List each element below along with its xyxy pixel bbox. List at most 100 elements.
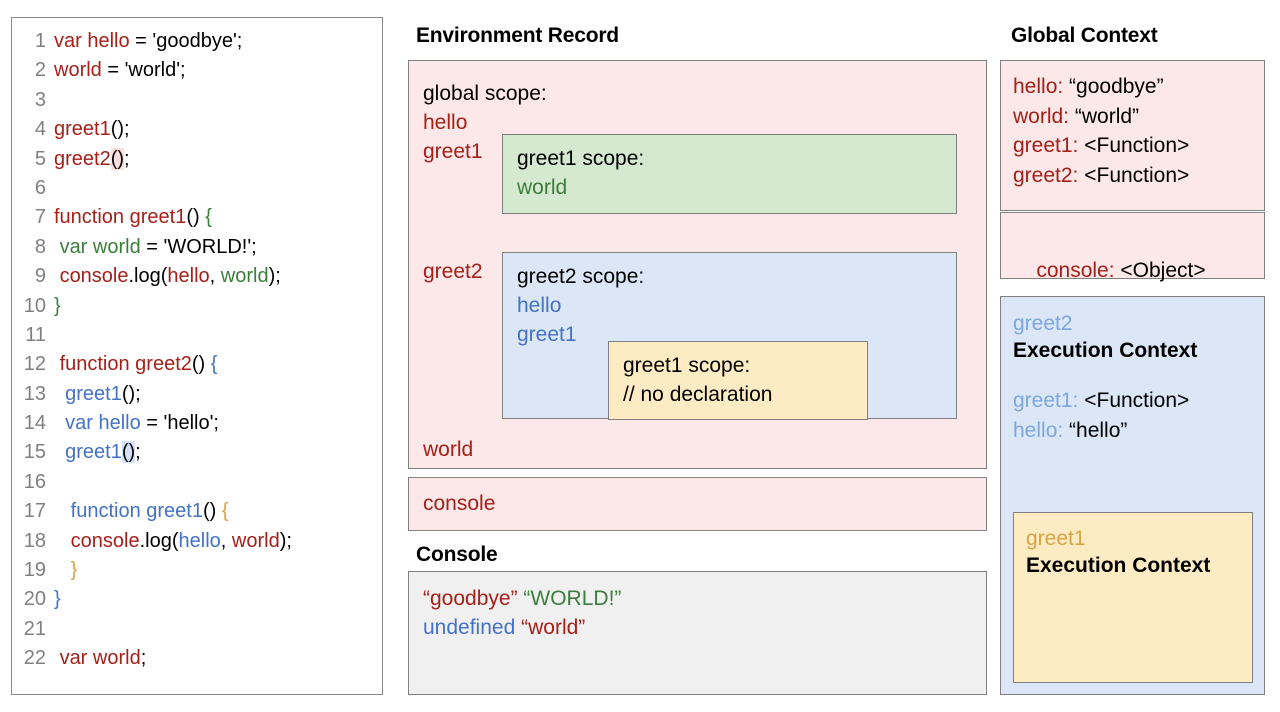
code-token	[54, 383, 65, 405]
console-output-box: “goodbye” “WORLD!”undefined “world”	[408, 571, 987, 695]
code-token: {	[221, 500, 229, 523]
variable-key: hello:	[1013, 418, 1064, 442]
console-line: undefined “world”	[423, 613, 986, 642]
code-line-number: 15	[23, 441, 46, 464]
env-binding-greet1: greet1	[423, 140, 483, 163]
code-line-text: console.log(hello, world);	[54, 265, 281, 288]
console-token: undefined	[423, 616, 516, 639]
code-token: ;	[140, 647, 147, 670]
code-line-number: 17	[23, 500, 46, 523]
code-line: 1 var hello = 'goodbye';	[12, 30, 382, 59]
code-line-number: 22	[23, 647, 46, 670]
code-line-text: var hello = 'hello';	[54, 412, 219, 435]
code-line-number: 13	[23, 382, 46, 405]
global-scope-label: global scope:	[423, 82, 547, 105]
code-line-number: 16	[23, 470, 46, 493]
code-line: 12 function greet2() {	[12, 353, 382, 382]
code-line-number: 14	[23, 412, 46, 435]
code-token: var world	[59, 235, 141, 258]
code-token: );	[268, 265, 281, 288]
code-token: ()	[191, 353, 211, 376]
code-token: world	[231, 529, 280, 552]
code-token: ;	[135, 441, 141, 464]
code-line: 8 var world = 'WORLD!';	[12, 236, 382, 265]
code-token: ()	[186, 206, 206, 229]
code-line-text: }	[54, 588, 61, 611]
code-line-number: 7	[34, 206, 46, 229]
code-token: function greet1	[54, 206, 187, 229]
global-context-variable-list: hello: “goodbye”world: “world” greet1: <F…	[1013, 72, 1264, 190]
code-token: hello	[167, 265, 210, 288]
code-token: .log(	[128, 265, 168, 288]
code-line: 19 }	[12, 559, 382, 588]
code-line-number: 10	[23, 294, 46, 317]
code-line: 6	[12, 177, 382, 206]
code-token: }	[54, 294, 61, 317]
global-context-variables-box: hello: “goodbye”world: “world” greet1: <F…	[1000, 60, 1265, 211]
code-token	[54, 441, 65, 463]
code-line: 17 function greet1() {	[12, 500, 382, 529]
code-line-text: world = 'world';	[54, 59, 186, 82]
code-token: greet1	[54, 118, 111, 141]
code-line: 3	[12, 89, 382, 118]
env-binding-greet2: greet2	[423, 260, 483, 283]
greet2-scope-box: greet2 scope: hello greet1 greet1 scope:…	[502, 252, 957, 420]
variable-value: “world”	[1069, 104, 1140, 128]
greet2-scope-entry-hello: hello	[517, 294, 562, 317]
greet2-context-variable: hello: “hello”	[1013, 416, 1264, 446]
code-token: ();	[121, 382, 141, 405]
greet1-execution-context-label: Execution Context	[1026, 554, 1211, 577]
code-line: 21	[12, 618, 382, 647]
env-binding-hello: hello	[423, 111, 468, 134]
code-line: 9 console.log(hello, world);	[12, 265, 382, 294]
environment-record-console-box: console	[408, 477, 987, 531]
greet2-execution-context-label: Execution Context	[1013, 339, 1198, 362]
code-line-number: 5	[34, 147, 46, 170]
greet2-scope-entry-greet1: greet1	[517, 323, 577, 346]
code-line-text: var world;	[54, 647, 147, 670]
variable-value: “goodbye”	[1063, 75, 1164, 98]
code-line-number: 20	[23, 588, 46, 611]
global-context-variable: hello: “goodbye”	[1013, 72, 1264, 102]
code-token	[54, 500, 71, 522]
console-lines-container: “goodbye” “WORLD!”undefined “world”	[423, 584, 986, 642]
code-token: = 'goodbye';	[129, 30, 243, 52]
code-line-text: function greet1() {	[54, 500, 229, 523]
global-context-title: Global Context	[1011, 24, 1158, 47]
code-line-number: 4	[34, 118, 46, 141]
global-context-variable: greet1: <Function>	[1013, 131, 1264, 161]
code-token: ()	[110, 147, 125, 170]
code-line: 5 greet2();	[12, 147, 382, 177]
code-line-text: greet2();	[54, 147, 130, 171]
code-line-number: 18	[23, 529, 46, 552]
variable-key: greet1:	[1013, 134, 1079, 157]
code-token: function greet2	[59, 353, 192, 376]
code-token: ,	[209, 265, 221, 288]
greet1-scope-entry-world: world	[517, 176, 568, 199]
code-line-number: 19	[23, 559, 46, 582]
code-token: .log(	[139, 529, 179, 552]
code-token: ();	[110, 118, 130, 141]
code-token: var hello	[54, 30, 130, 52]
code-token: greet2	[54, 147, 111, 170]
code-token: }	[70, 559, 78, 582]
code-line-text: var hello = 'goodbye';	[54, 30, 242, 53]
code-token: var hello	[65, 412, 141, 435]
env-binding-console: console	[423, 492, 496, 515]
code-line: 13 greet1();	[12, 383, 382, 412]
code-line-number: 1	[34, 30, 46, 52]
code-token: ()	[121, 441, 136, 464]
code-line: 10}	[12, 295, 382, 324]
variable-key: world:	[1013, 104, 1070, 128]
global-context-console-key: console:	[1036, 258, 1115, 282]
variable-value: <Function>	[1078, 389, 1190, 412]
greet1-inner-scope-label: greet1 scope:	[623, 354, 751, 377]
code-token: console	[59, 265, 129, 288]
code-line-text: console.log(hello, world);	[54, 530, 292, 553]
code-line: 16	[12, 471, 382, 500]
greet1-execution-context-name: greet1	[1026, 527, 1086, 550]
code-token: {	[210, 353, 218, 376]
code-token: {	[205, 206, 212, 229]
